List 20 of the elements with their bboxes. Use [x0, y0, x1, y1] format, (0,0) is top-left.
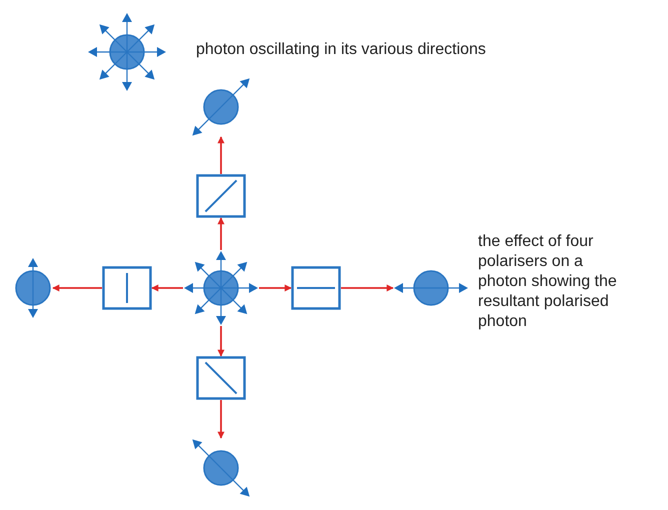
polariser-drawing — [291, 266, 341, 310]
arrow — [218, 400, 224, 439]
photon-drawing — [393, 268, 469, 308]
photon-drawing — [87, 12, 167, 92]
polariser-drawing — [196, 174, 246, 218]
caption-text: photon oscillating in its various directions — [196, 40, 486, 60]
polariser-drawing — [102, 266, 152, 310]
photon-drawing — [191, 438, 251, 498]
photon-drawing — [191, 77, 251, 137]
arrow — [218, 136, 224, 174]
arrow — [341, 284, 394, 292]
arrow — [218, 326, 224, 357]
arrow — [259, 284, 292, 292]
arrow — [218, 217, 224, 250]
polariser-drawing — [196, 356, 246, 400]
arrow — [151, 284, 183, 292]
photon-drawing — [13, 257, 53, 319]
note-text: the effect of four polarisers on a photon showing the resultant polarised photon — [478, 232, 618, 332]
photon-drawing — [183, 250, 259, 326]
arrow — [52, 284, 102, 292]
